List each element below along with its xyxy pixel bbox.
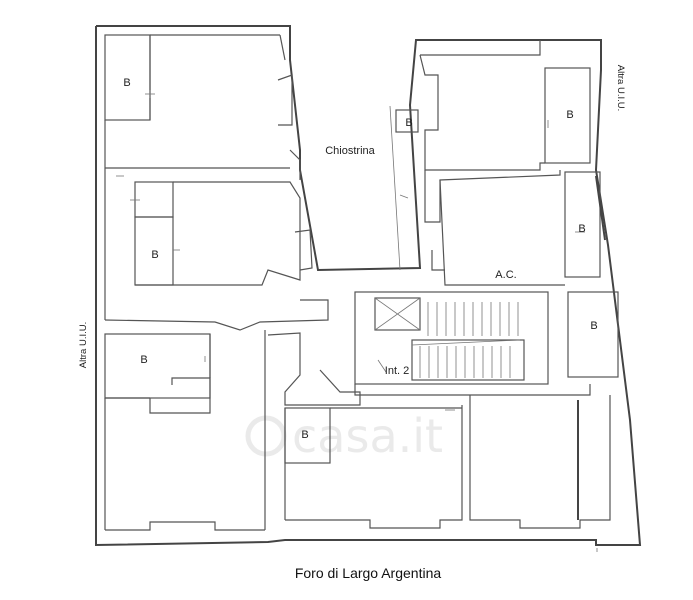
stair-core [354,291,549,385]
room-label-b: B [123,77,130,89]
room-label-b: B [578,223,585,235]
outer-wall-left [95,25,642,547]
stair-treads [419,302,519,378]
room-label-b: B [405,117,412,129]
room-label-b: B [140,354,147,366]
chiostrina-label: Chiostrina [325,145,375,157]
altra-uiu-right-label: Altra U.I.U. [615,65,626,111]
altra-uiu-left-label: Altra U.I.U. [78,322,89,368]
watermark-logo: casa.it [245,409,443,463]
room-label-b: B [301,429,308,441]
room-b-right [567,291,619,378]
watermark-text: casa.it [292,409,443,463]
elevator-shaft [374,297,421,331]
room-b-right-middle [564,171,601,278]
room-b-chiostrina [395,109,419,133]
int2-label: Int. 2 [385,365,409,377]
room-b-top-right [544,67,591,164]
room-b-lower-left [104,333,211,399]
room-label-b: B [566,109,573,121]
room-label-b: B [151,249,158,261]
ac-label: A.C. [495,269,516,281]
plan-caption: Foro di Largo Argentina [295,565,442,581]
room-label-b: B [590,320,597,332]
